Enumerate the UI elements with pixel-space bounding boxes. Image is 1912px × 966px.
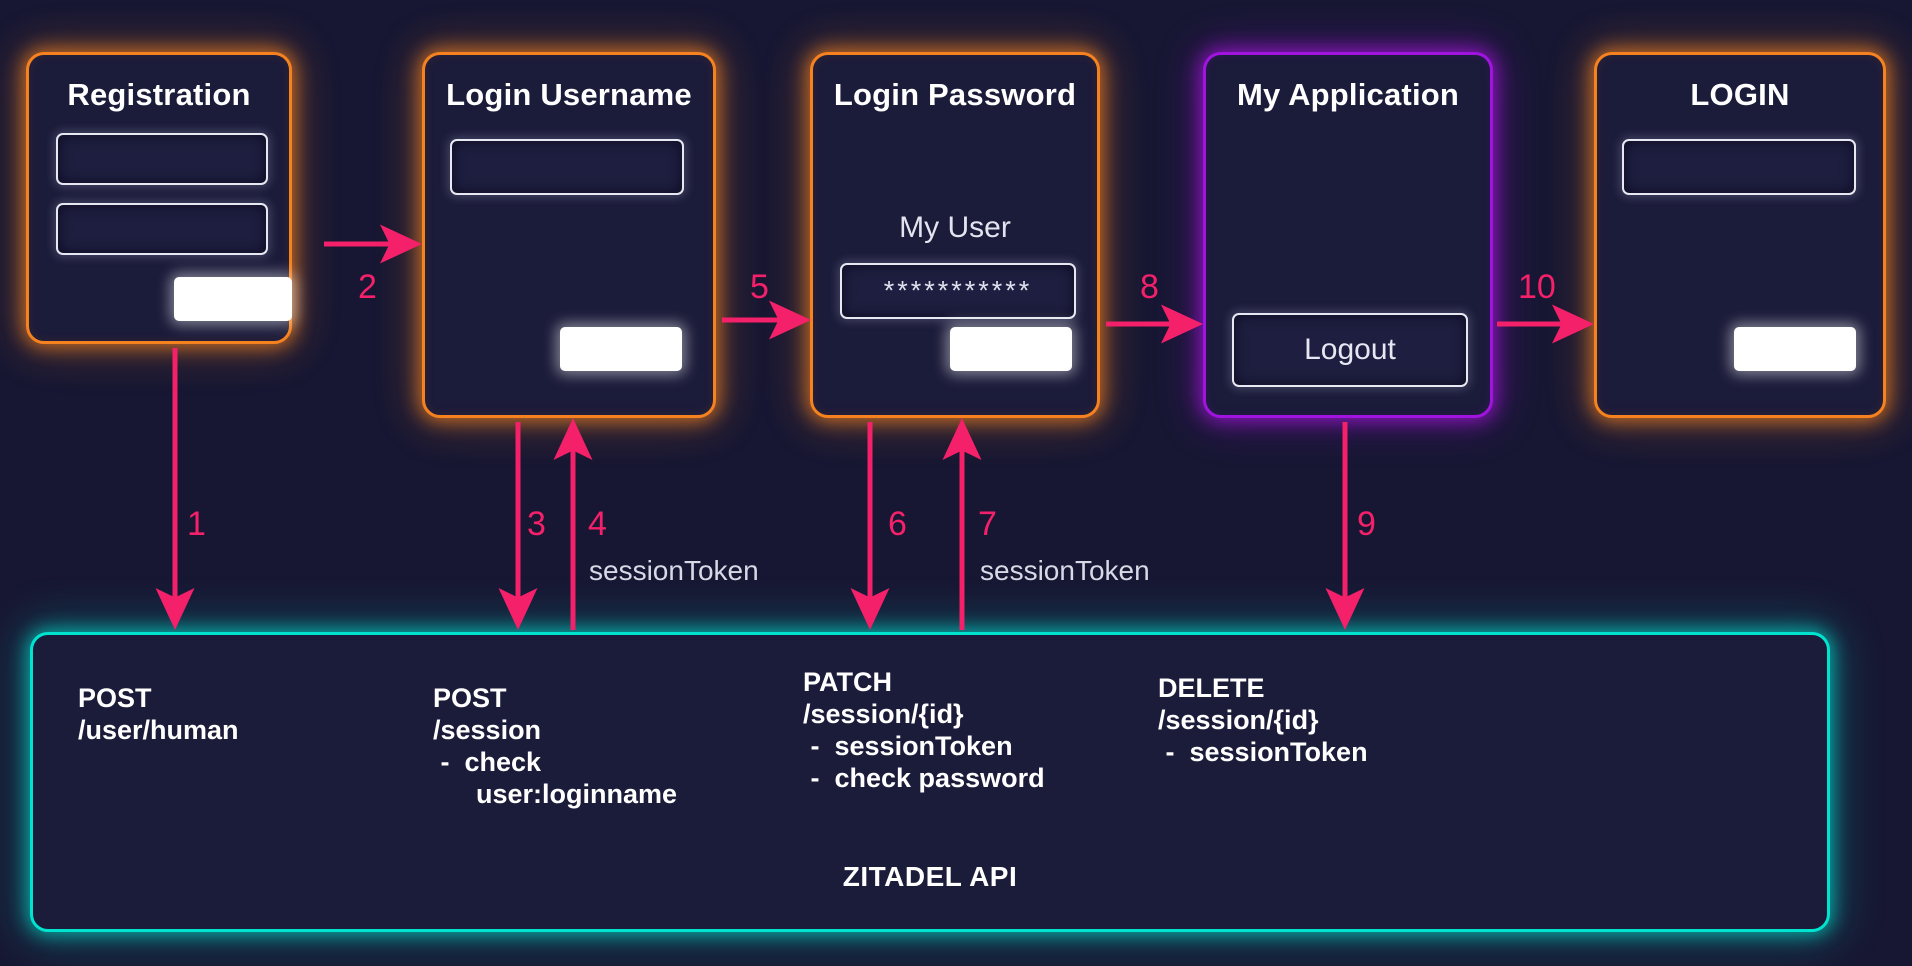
login-field[interactable] xyxy=(1622,139,1856,195)
login-password-username-label: My User xyxy=(899,211,1011,244)
arrow-label-1: 1 xyxy=(187,505,206,543)
arrow-label-6: 6 xyxy=(888,505,907,543)
arrow-token-4: sessionToken xyxy=(589,555,759,586)
api-endpoint-2: PATCH/session/{id} - sessionToken - chec… xyxy=(803,667,1045,793)
api-item-1-0: - xyxy=(433,746,465,777)
api-item-1-0-text: check xyxy=(464,746,542,777)
arrow-label-7: 7 xyxy=(978,505,997,543)
arrow-label-10: 10 xyxy=(1518,268,1556,306)
api-method-2: PATCH xyxy=(803,667,892,697)
arrow-label-9: 9 xyxy=(1357,505,1376,543)
card-title-login: LOGIN xyxy=(1690,77,1790,112)
api-endpoint-3: DELETE/session/{id} - sessionToken xyxy=(1158,673,1368,767)
card-title-my-application: My Application xyxy=(1236,77,1460,112)
api-method-3: DELETE xyxy=(1158,673,1265,703)
card-title-registration: Registration xyxy=(67,77,251,112)
api-item-2-0-text: sessionToken xyxy=(834,730,1013,761)
card-my-application[interactable]: My Application Logout xyxy=(1203,52,1493,418)
arrow-label-3: 3 xyxy=(527,505,546,543)
api-endpoint-0: POST/user/human xyxy=(78,683,239,747)
card-login-username[interactable]: Login Username xyxy=(422,52,716,418)
arrow-label-4: 4 xyxy=(588,505,607,543)
registration-field-2[interactable] xyxy=(56,203,268,255)
login-password-masked-value: *********** xyxy=(883,275,1033,306)
arrow-label-8: 8 xyxy=(1140,268,1159,306)
login-password-submit-button[interactable] xyxy=(950,327,1072,371)
registration-field-1[interactable] xyxy=(56,133,268,185)
card-registration[interactable]: Registration xyxy=(26,52,292,344)
login-password-field[interactable]: *********** xyxy=(840,263,1076,319)
logout-button[interactable]: Logout xyxy=(1232,313,1468,387)
api-item-2-1-text: check password xyxy=(834,762,1045,793)
login-username-submit-button[interactable] xyxy=(560,327,682,371)
api-method-0: POST xyxy=(78,683,152,713)
card-login[interactable]: LOGIN xyxy=(1594,52,1886,418)
api-path-1: /session xyxy=(433,714,542,745)
card-title-login-username: Login Username xyxy=(446,77,692,112)
api-panel-name: ZITADEL API xyxy=(842,861,1018,892)
api-path-2: /session/{id} xyxy=(803,698,964,729)
arrow-token-7: sessionToken xyxy=(980,555,1150,586)
api-path-0: /user/human xyxy=(78,714,239,745)
arrow-label-2: 2 xyxy=(358,268,377,306)
arrow-label-5: 5 xyxy=(750,268,769,306)
api-path-3: /session/{id} xyxy=(1158,704,1319,735)
api-item-3-0-text: sessionToken xyxy=(1189,736,1368,767)
api-method-1: POST xyxy=(433,683,507,713)
login-username-field[interactable] xyxy=(450,139,684,195)
api-item-1-1-text: user:loginname xyxy=(476,778,678,809)
card-title-login-password: Login Password xyxy=(833,77,1077,112)
login-submit-button[interactable] xyxy=(1734,327,1856,371)
card-login-password[interactable]: Login Password My User *********** xyxy=(810,52,1100,418)
registration-submit-button[interactable] xyxy=(174,277,292,321)
